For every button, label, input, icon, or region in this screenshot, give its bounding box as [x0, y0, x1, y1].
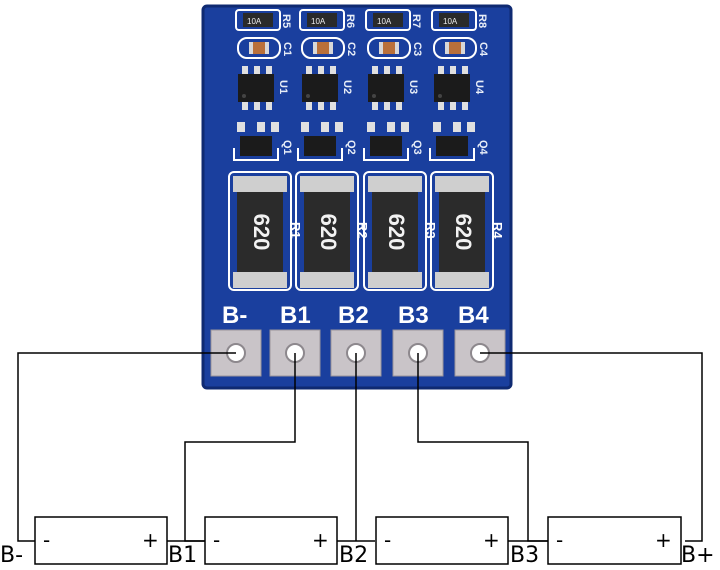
power-resistor-r2: 620 R2: [295, 171, 370, 291]
ic-label: U3: [407, 80, 419, 94]
small-resistor-row: 10A R5 10A R6 10A R7 10A R8: [235, 9, 488, 31]
ic-u4: U4: [434, 66, 485, 110]
mosfet-row: Q1 Q2 Q3 Q4: [233, 122, 489, 161]
cell-3-plus: +: [483, 528, 500, 552]
capacitor-label: C1: [281, 42, 293, 56]
capacitor-c2: C2: [301, 37, 357, 59]
ic-row: U1 U2 U3 U4: [238, 66, 485, 110]
small-resistor-code: 10A: [311, 17, 326, 26]
small-resistor-label: R6: [344, 14, 356, 28]
power-resistor-value: 620: [249, 214, 274, 251]
pad-label-b-minus: B-: [222, 302, 247, 329]
cell-3: - +: [375, 516, 509, 565]
cell-4-minus: -: [556, 528, 563, 552]
mosfet-q1: Q1: [233, 122, 293, 161]
small-resistor-r6: 10A R6: [299, 9, 356, 31]
ic-label: U1: [277, 80, 289, 94]
capacitor-label: C3: [411, 42, 423, 56]
mosfet-label: Q4: [477, 140, 489, 156]
small-resistor-label: R8: [476, 14, 488, 28]
wire-b-plus: [480, 352, 703, 542]
pad-label-b3: B3: [398, 302, 429, 329]
wire-label-b2: B2: [339, 543, 368, 568]
ic-label: U4: [473, 80, 485, 95]
capacitor-c3: C3: [367, 37, 423, 59]
ic-u3: U3: [368, 66, 419, 110]
mosfet-q4: Q4: [429, 122, 489, 161]
small-resistor-r8: 10A R8: [431, 9, 488, 31]
ic-u1: U1: [238, 66, 289, 110]
capacitor-label: C4: [477, 42, 489, 57]
cell-2-plus: +: [312, 528, 329, 552]
battery-cells: - + - + - + - +: [34, 516, 682, 565]
ic-u2: U2: [302, 66, 353, 110]
cell-2-minus: -: [213, 528, 220, 552]
wire-label-b1: B1: [168, 543, 197, 568]
power-resistor-r4: 620 R4: [430, 171, 505, 291]
power-resistor-label: R2: [355, 222, 370, 239]
cell-4-plus: +: [655, 528, 672, 552]
wire-b-minus: [17, 352, 236, 542]
capacitor-label: C2: [345, 42, 357, 56]
pcb-board: 10A R5 10A R6 10A R7 10A R8 C1 C2 C3 C4 U1 U2 U3 U4 Q…: [201, 4, 513, 390]
wire-label-b-plus: B+: [681, 543, 715, 568]
capacitor-c4: C4: [433, 37, 489, 59]
capacitor-row: C1 C2 C3 C4: [237, 37, 489, 59]
small-resistor-r7: 10A R7: [365, 9, 422, 31]
small-resistor-r5: 10A R5: [235, 9, 292, 31]
wire-label-b3: B3: [510, 543, 539, 568]
power-resistor-label: R4: [490, 222, 505, 239]
pad-label-b2: B2: [338, 302, 369, 329]
small-resistor-label: R5: [280, 14, 292, 28]
cell-3-minus: -: [384, 528, 391, 552]
mosfet-label: Q3: [411, 140, 423, 155]
cell-1-plus: +: [142, 528, 159, 552]
small-resistor-code: 10A: [443, 17, 458, 26]
cell-1: - +: [34, 516, 168, 565]
cell-1-minus: -: [43, 528, 50, 552]
pad-label-b1: B1: [280, 302, 311, 329]
small-resistor-label: R7: [410, 14, 422, 28]
small-resistor-code: 10A: [377, 17, 392, 26]
capacitor-c1: C1: [237, 37, 293, 59]
pcb-edge: [201, 4, 513, 390]
pad-label-b4: B4: [458, 302, 489, 329]
small-resistor-code: 10A: [247, 17, 262, 26]
mosfet-label: Q1: [281, 140, 293, 155]
power-resistor-value: 620: [316, 214, 341, 251]
ic-label: U2: [341, 80, 353, 94]
power-resistor-value: 620: [384, 214, 409, 251]
mosfet-q3: Q3: [363, 122, 423, 161]
wire-label-b-minus: B-: [0, 543, 23, 568]
mosfet-q2: Q2: [297, 122, 357, 161]
cell-2: - +: [204, 516, 338, 565]
mosfet-label: Q2: [345, 140, 357, 155]
wiring: [17, 352, 703, 542]
cell-4: - +: [547, 516, 682, 565]
power-resistor-value: 620: [451, 214, 476, 251]
